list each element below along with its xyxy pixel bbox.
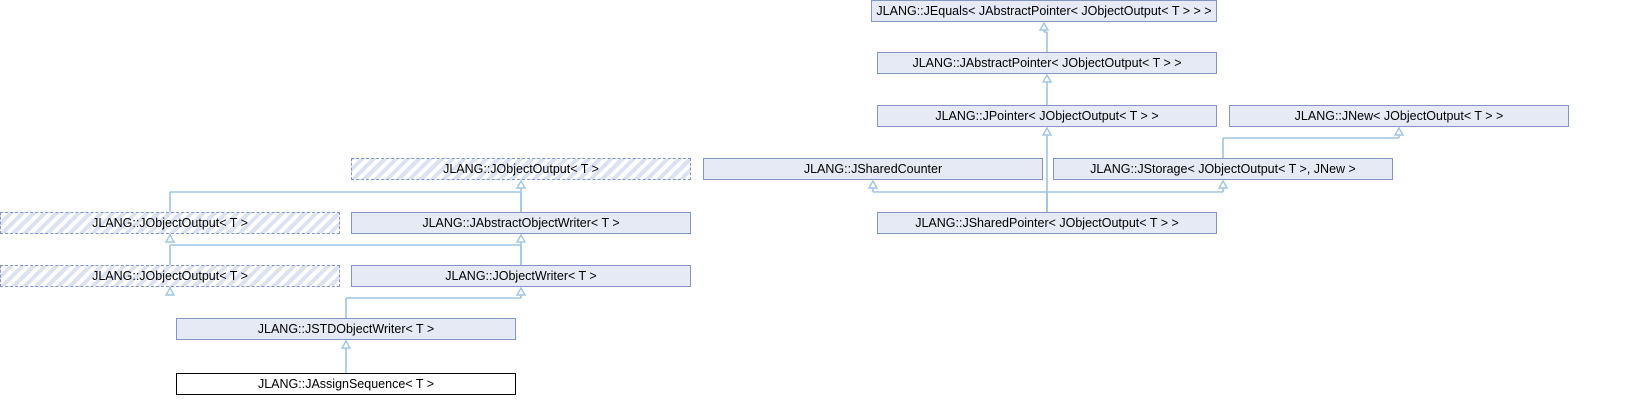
class-node-label: JLANG::JStorage< JObjectOutput< T >, JNe… [1090,162,1356,176]
class-node-label: JLANG::JNew< JObjectOutput< T > > [1294,109,1504,123]
class-node-jsharedpointer[interactable]: JLANG::JSharedPointer< JObjectOutput< T … [877,212,1217,234]
class-node-jpointer[interactable]: JLANG::JPointer< JObjectOutput< T > > [877,105,1217,127]
class-node-jabstractpointer[interactable]: JLANG::JAbstractPointer< JObjectOutput< … [877,52,1217,74]
class-node-label: JLANG::JObjectOutput< T > [92,216,248,230]
class-node-label: JLANG::JSTDObjectWriter< T > [257,322,435,336]
class-node-label: JLANG::JObjectWriter< T > [445,269,597,283]
class-node-jobjectoutput-mid[interactable]: JLANG::JObjectOutput< T > [0,212,340,234]
class-node-label: JLANG::JPointer< JObjectOutput< T > > [935,109,1159,123]
class-node-jnew[interactable]: JLANG::JNew< JObjectOutput< T > > [1229,105,1569,127]
class-node-jstdobjectwriter[interactable]: JLANG::JSTDObjectWriter< T > [176,318,516,340]
class-node-label: JLANG::JObjectOutput< T > [92,269,248,283]
class-node-jequals[interactable]: JLANG::JEquals< JAbstractPointer< JObjec… [871,0,1217,22]
class-node-label: JLANG::JSharedCounter [803,162,943,176]
class-node-label: JLANG::JAbstractObjectWriter< T > [422,216,620,230]
class-node-jobjectoutput-top[interactable]: JLANG::JObjectOutput< T > [351,158,691,180]
class-node-jassignsequence[interactable]: JLANG::JAssignSequence< T > [176,373,516,395]
class-node-label: JLANG::JEquals< JAbstractPointer< JObjec… [876,4,1212,18]
class-node-jobjectwriter[interactable]: JLANG::JObjectWriter< T > [351,265,691,287]
class-node-label: JLANG::JObjectOutput< T > [443,162,599,176]
class-node-jstorage[interactable]: JLANG::JStorage< JObjectOutput< T >, JNe… [1053,158,1393,180]
class-node-label: JLANG::JAbstractPointer< JObjectOutput< … [912,56,1182,70]
class-node-jobjectoutput-low[interactable]: JLANG::JObjectOutput< T > [0,265,340,287]
class-node-label: JLANG::JAssignSequence< T > [257,377,435,391]
class-node-label: JLANG::JSharedPointer< JObjectOutput< T … [915,216,1179,230]
class-node-jsharedcounter[interactable]: JLANG::JSharedCounter [703,158,1043,180]
class-node-jabstractobjectwriter[interactable]: JLANG::JAbstractObjectWriter< T > [351,212,691,234]
